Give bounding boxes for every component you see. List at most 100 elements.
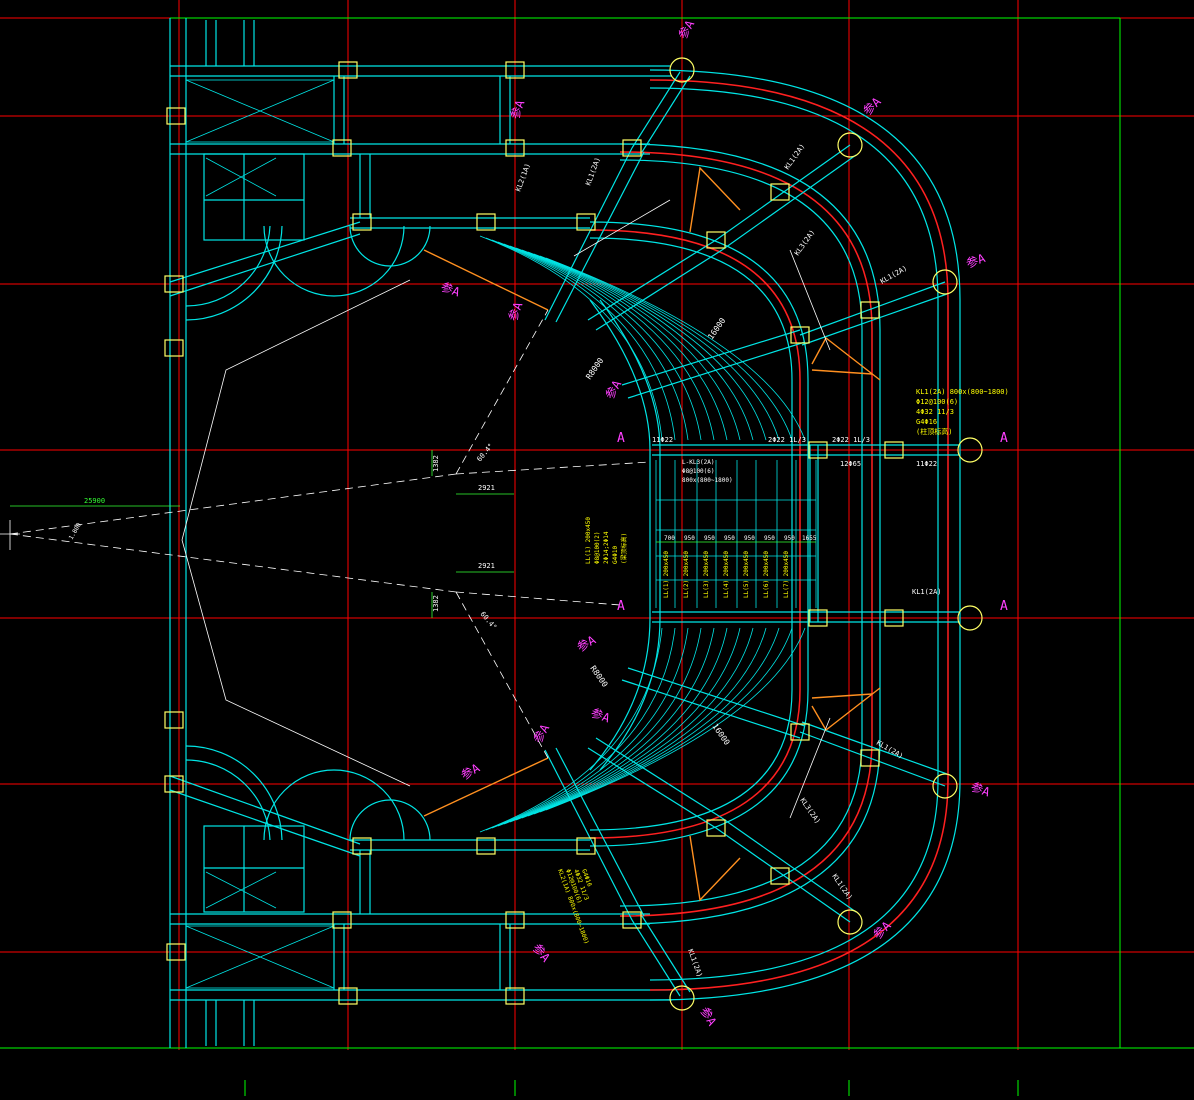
section-ref-mark: 参A bbox=[602, 377, 625, 402]
note-line: Φ8@100(2) bbox=[594, 531, 601, 564]
seating-arc bbox=[479, 235, 663, 441]
seating-tiers bbox=[479, 235, 806, 833]
note-line: 800x(800~1800) bbox=[682, 477, 733, 484]
column-circle bbox=[837, 909, 863, 935]
section-mark-a: A bbox=[617, 431, 625, 446]
seat-row-label: LL(3) 200x450 bbox=[703, 551, 710, 598]
seat-spacing: 950 bbox=[684, 535, 695, 542]
left-structure bbox=[169, 18, 672, 1048]
seat-spacing: 950 bbox=[784, 535, 795, 542]
section-ref-mark: 参A bbox=[530, 940, 554, 965]
column-square bbox=[164, 275, 184, 293]
seating-arc bbox=[509, 627, 728, 823]
column-square bbox=[706, 819, 726, 837]
section-mark-a: A bbox=[1000, 431, 1008, 446]
column-square bbox=[860, 301, 880, 319]
beam-label: KL1(2A) bbox=[584, 156, 602, 186]
angle-label: 60.4° bbox=[478, 610, 498, 631]
seating-arc bbox=[521, 249, 754, 441]
column-circle bbox=[669, 57, 695, 83]
seating-arc bbox=[491, 239, 689, 441]
column-square bbox=[770, 183, 790, 201]
section-ref-mark: 参A bbox=[964, 250, 988, 271]
column-square bbox=[622, 139, 642, 157]
column-square bbox=[576, 837, 596, 855]
seat-row-label: LL(7) 200x450 bbox=[783, 551, 790, 598]
note-line: L-KL3(2A) bbox=[682, 459, 715, 466]
seating-arc bbox=[539, 627, 793, 813]
seating-arc bbox=[503, 627, 715, 825]
column-square bbox=[505, 987, 525, 1005]
seat-row-label: LL(2) 200x450 bbox=[683, 551, 690, 598]
rebar-tag: 11Φ22 bbox=[652, 436, 673, 444]
seat-row-label: LL(4) 200x450 bbox=[723, 551, 730, 598]
beam-label: KL1(2A) bbox=[912, 588, 942, 596]
seating-arc bbox=[509, 245, 728, 441]
column-square bbox=[770, 867, 790, 885]
seating-arc bbox=[515, 247, 741, 441]
note-line: KL1(2A) 800x(800~1800) bbox=[916, 388, 1009, 396]
section-ref-mark: 参A bbox=[697, 1004, 720, 1029]
column-circle bbox=[837, 132, 863, 158]
column-square bbox=[884, 441, 904, 459]
column-square bbox=[332, 911, 352, 929]
beam-label: KL1(2A) bbox=[879, 264, 909, 286]
column-square bbox=[576, 213, 596, 231]
elev-label: 1.800 bbox=[68, 522, 83, 541]
seating-arc bbox=[479, 627, 663, 833]
seating-arc bbox=[497, 241, 702, 441]
note-line: G4Φ16 bbox=[916, 418, 937, 426]
radial-beams bbox=[544, 71, 960, 997]
column-square bbox=[505, 61, 525, 79]
note-line: (梁顶标高) bbox=[620, 533, 628, 564]
rebar-tag: 11Φ22 bbox=[916, 460, 937, 468]
beam-label: KL3(2A) bbox=[798, 797, 821, 826]
seating-arc bbox=[485, 237, 676, 441]
column-square bbox=[505, 911, 525, 929]
column-square bbox=[164, 711, 184, 729]
seating-arc bbox=[503, 243, 715, 441]
note-line: (柱顶标高) bbox=[916, 427, 952, 436]
seat-row-label: LL(1) 200x450 bbox=[663, 551, 670, 598]
radius-label: R8000 bbox=[584, 356, 605, 381]
section-ref-mark: 参A bbox=[969, 779, 993, 800]
column-square bbox=[164, 339, 184, 357]
section-mark-a: A bbox=[1000, 599, 1008, 614]
dim-2921: 2921 bbox=[478, 562, 495, 570]
dim-16000: 16000 bbox=[706, 316, 727, 341]
section-ref-mark: 参A bbox=[530, 721, 553, 746]
section-mark-a: A bbox=[617, 599, 625, 614]
seating-arc bbox=[527, 627, 767, 817]
column-square bbox=[860, 749, 880, 767]
seating-arc bbox=[497, 627, 702, 827]
column-square bbox=[884, 609, 904, 627]
column-circle bbox=[932, 269, 958, 295]
dim-2921: 2921 bbox=[478, 484, 495, 492]
seat-spacing: 950 bbox=[744, 535, 755, 542]
seat-spacing: 950 bbox=[724, 535, 735, 542]
dim-16000: 16000 bbox=[710, 722, 731, 747]
rebar-tag: 2Φ22 1L/3 bbox=[768, 436, 806, 444]
dim-25900: 25900 bbox=[84, 497, 105, 505]
outer-ring-beams bbox=[589, 69, 961, 1001]
seating-arc bbox=[533, 253, 780, 441]
column-square bbox=[808, 609, 828, 627]
column-square bbox=[706, 231, 726, 249]
section-ref-mark: 参A bbox=[507, 97, 528, 121]
void-hatch bbox=[185, 79, 335, 989]
seat-row-label: LL(6) 200x450 bbox=[763, 551, 770, 598]
seating-arc bbox=[539, 255, 793, 441]
drawing-frame bbox=[0, 17, 1194, 1096]
angle-label: 60.4° bbox=[475, 442, 495, 463]
column-circle bbox=[957, 437, 983, 463]
column-square bbox=[166, 943, 186, 961]
beam-label: KL1(2A) bbox=[783, 142, 806, 171]
orange-braces bbox=[423, 166, 881, 902]
note-line: 2Φ14;2Φ14 bbox=[603, 531, 610, 564]
seating-arc bbox=[515, 627, 741, 821]
section-ref-mark: 参A bbox=[458, 760, 483, 783]
column-square bbox=[166, 107, 186, 125]
dimension-lines bbox=[0, 199, 831, 819]
section-ref-mark: 参A bbox=[589, 705, 613, 726]
